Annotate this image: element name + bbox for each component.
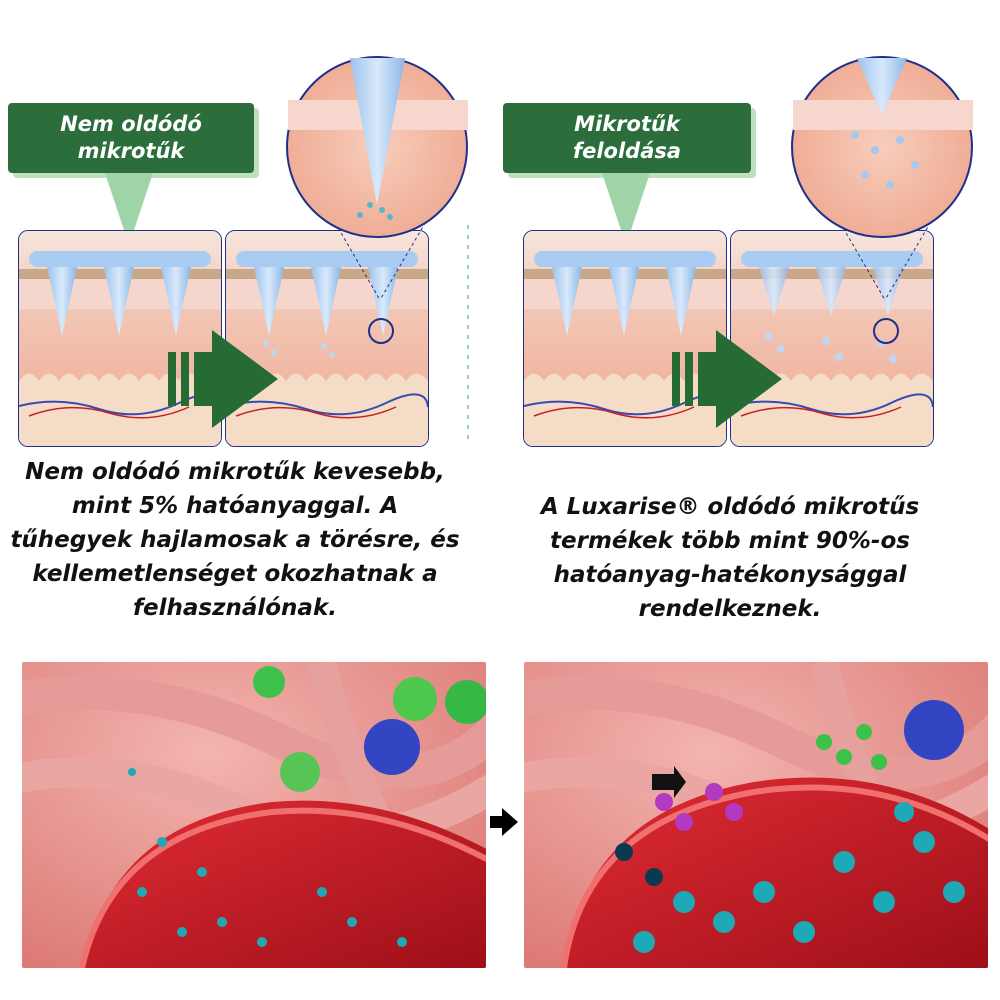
skin-illustration xyxy=(226,231,428,446)
label-line: mikrotűk xyxy=(77,139,185,163)
divider-line xyxy=(467,225,469,445)
caption-line: hatóanyag-hatékonysággal xyxy=(553,562,907,588)
skin-panel-left-after xyxy=(225,230,429,447)
dissolving-caption: A Luxarise® oldódó mikrotűs termékek töb… xyxy=(490,490,970,626)
label-pointer xyxy=(105,173,153,245)
label-line: feloldása xyxy=(572,139,682,163)
arrow-right-icon xyxy=(168,330,278,428)
skin-illustration xyxy=(19,231,221,446)
caption-line: mint 5% hatóanyaggal. A xyxy=(71,493,399,519)
arrow-right-icon xyxy=(490,808,518,836)
caption-line: Nem oldódó mikrotűk kevesebb, xyxy=(25,459,445,485)
tissue-scene xyxy=(524,662,988,968)
tissue-illustration-after xyxy=(524,662,988,968)
caption-line: kellemetlenséget okozhatnak a xyxy=(32,561,438,587)
label-line: Nem oldódó xyxy=(60,112,202,136)
caption-line: tűhegyek hajlamosak a törésre, és xyxy=(10,527,460,553)
label-pointer xyxy=(602,173,650,245)
magnifier-right xyxy=(791,56,973,301)
caption-line: rendelkeznek. xyxy=(638,596,822,622)
caption-line: termékek több mint 90%-os xyxy=(550,528,910,554)
magnifier-left xyxy=(286,56,468,301)
arrow-right-icon xyxy=(672,330,782,428)
tissue-scene xyxy=(22,662,486,968)
tissue-illustration-before xyxy=(22,662,486,968)
label-line: Mikrotűk xyxy=(574,112,680,136)
caption-line: felhasználónak. xyxy=(133,595,337,621)
dissolving-label: Mikrotűk feloldása xyxy=(503,103,751,173)
non-dissolving-label: Nem oldódó mikrotűk xyxy=(8,103,254,173)
skin-panel-left-before xyxy=(18,230,222,447)
non-dissolving-caption: Nem oldódó mikrotűk kevesebb, mint 5% ha… xyxy=(0,455,470,625)
caption-line: A Luxarise® oldódó mikrotűs xyxy=(540,494,920,520)
skin-panel-right-after xyxy=(730,230,934,447)
skin-illustration xyxy=(731,231,933,446)
